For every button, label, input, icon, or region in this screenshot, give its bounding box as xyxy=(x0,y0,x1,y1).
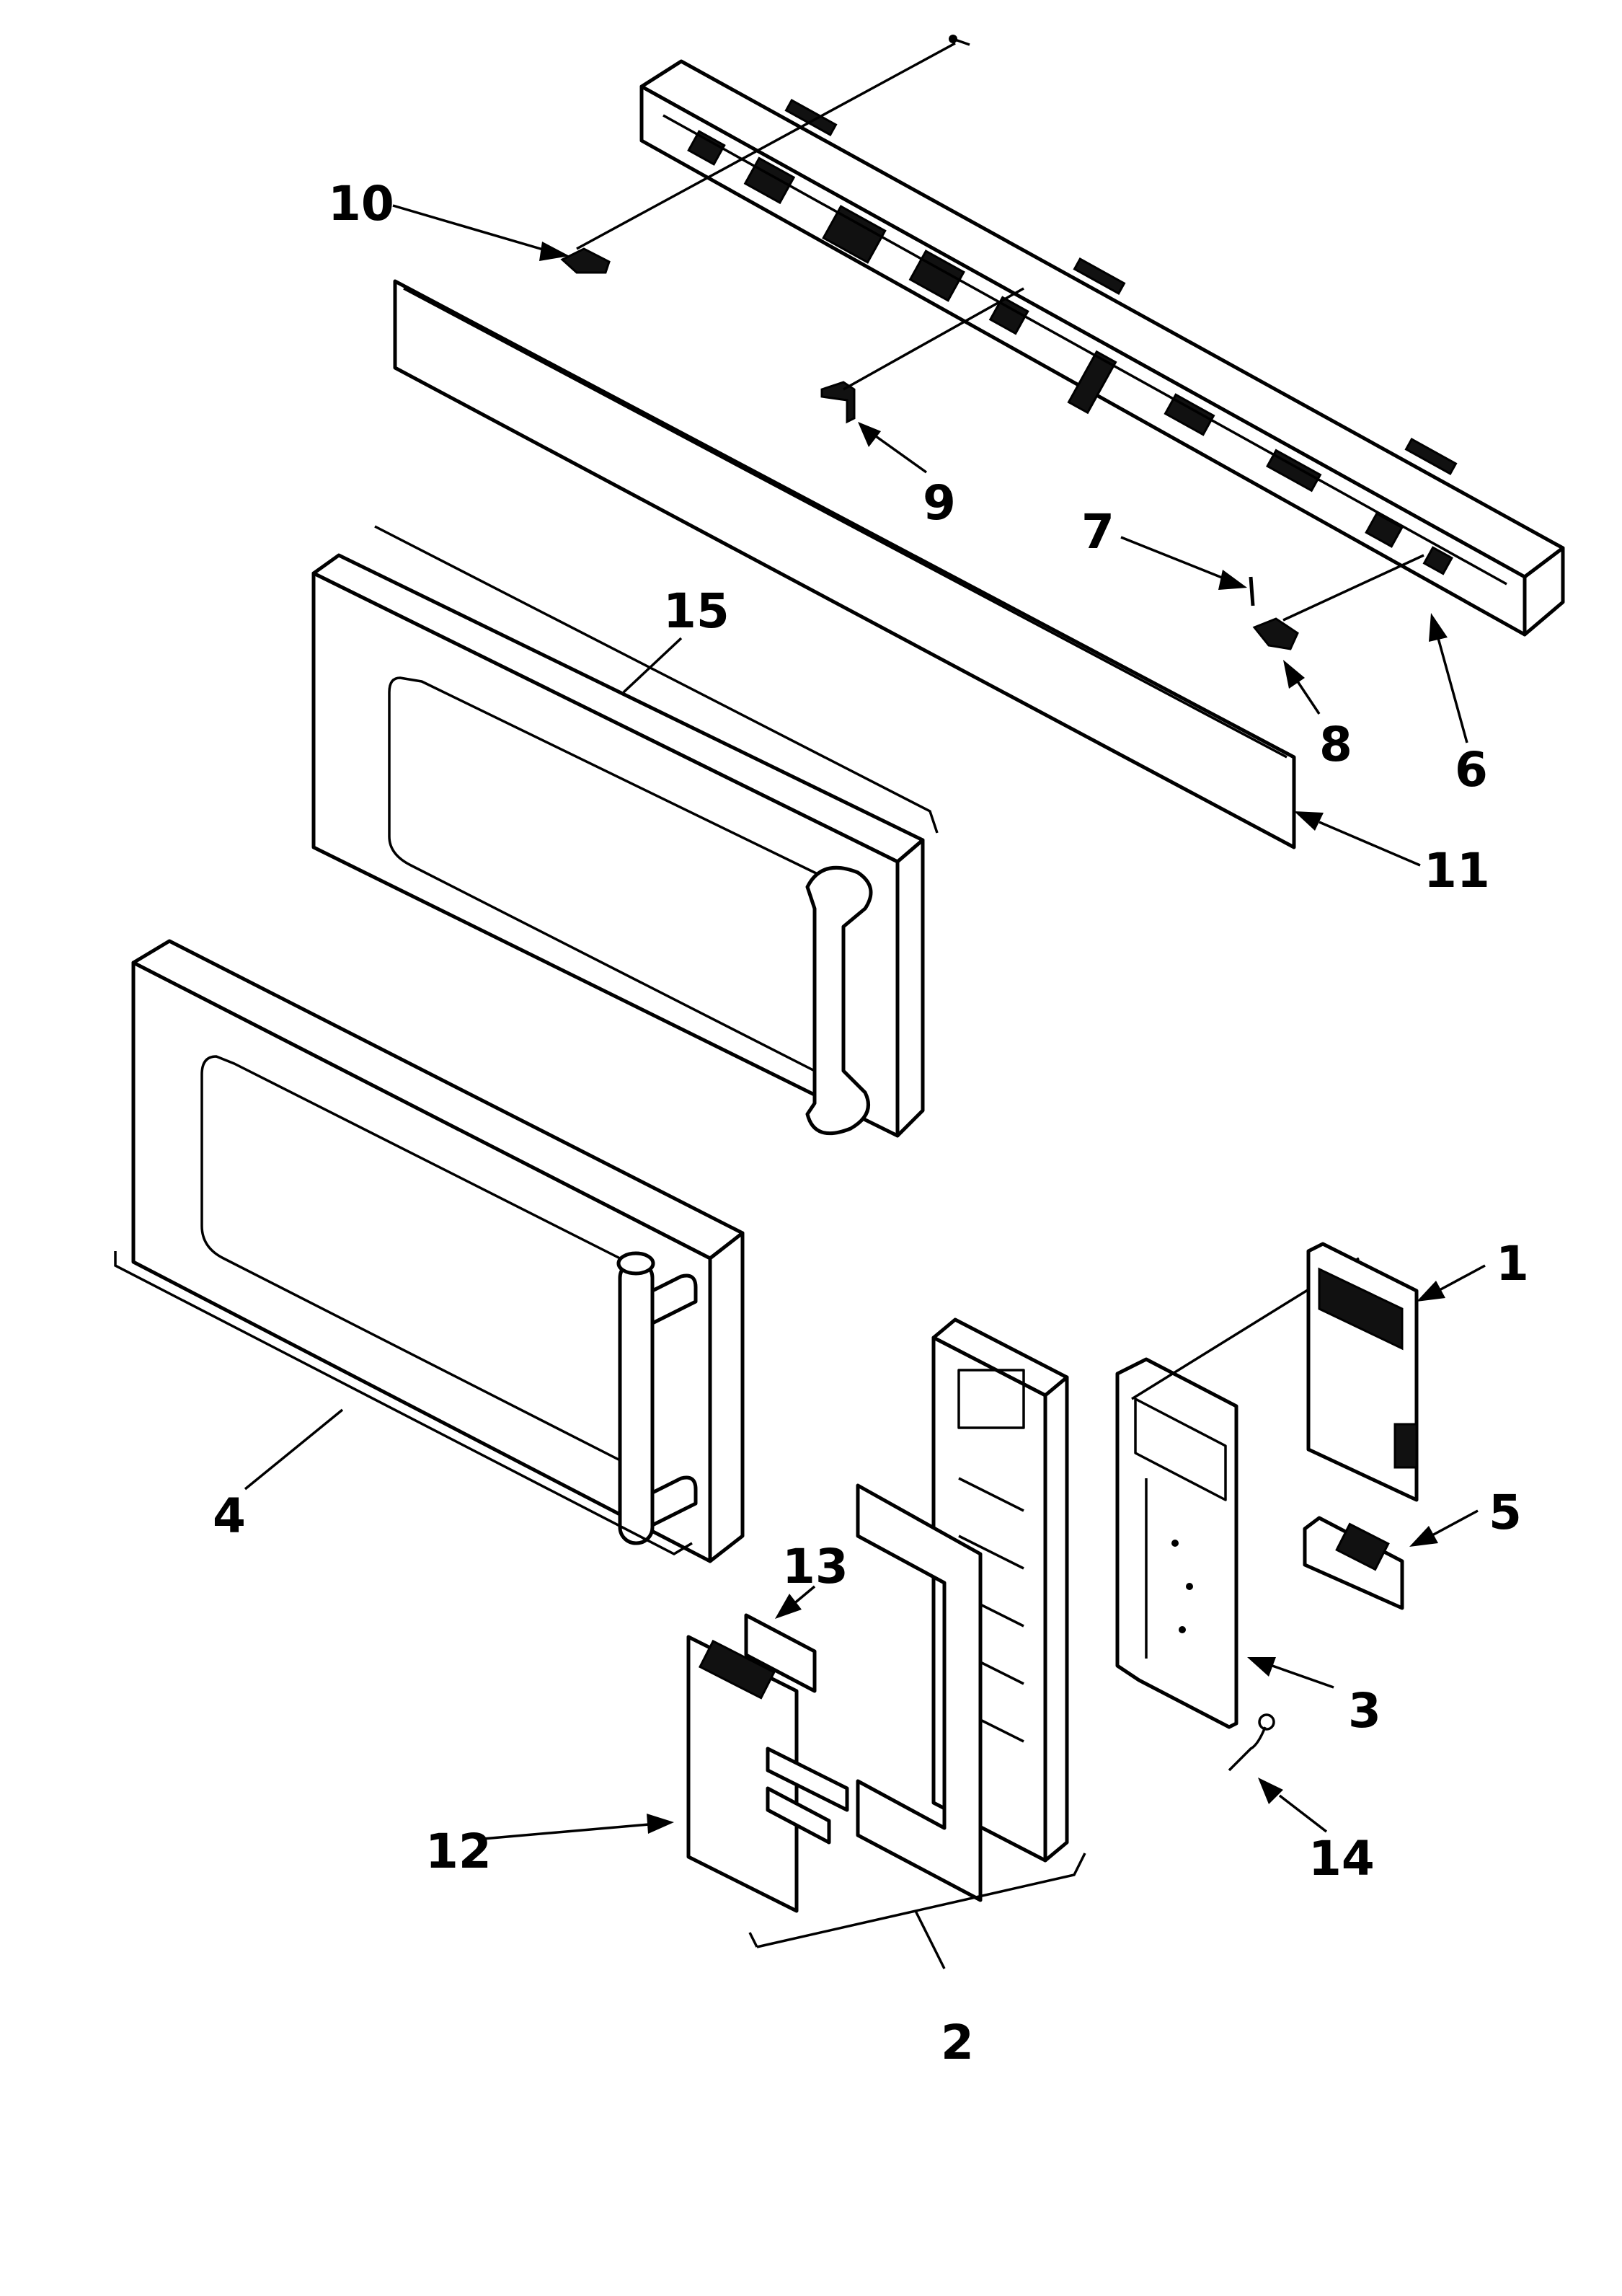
part-9-clip xyxy=(820,287,1024,424)
callout-13: 13 xyxy=(782,1539,848,1594)
part-14-wire xyxy=(1228,1713,1275,1772)
part-15-door-assembly xyxy=(311,553,925,1138)
callout-6: 6 xyxy=(1455,742,1488,798)
callout-8: 8 xyxy=(1319,717,1352,772)
callout-7: 7 xyxy=(1081,504,1114,560)
callout-labels: 1 2 3 4 5 6 7 8 9 10 11 12 13 14 15 xyxy=(213,176,1529,2070)
part-7-screw xyxy=(1249,576,1255,606)
callout-9: 9 xyxy=(923,475,956,531)
part-10-latch xyxy=(560,247,611,274)
part-4-door-assembly xyxy=(131,939,745,1563)
callout-10: 10 xyxy=(328,176,394,231)
part-11-glass-strip xyxy=(393,279,1296,849)
part-3-bracket xyxy=(1115,1257,1360,1729)
callout-4: 4 xyxy=(213,1488,246,1544)
callout-14: 14 xyxy=(1308,1831,1375,1886)
leader-lines xyxy=(244,204,1486,1840)
bracket-4 xyxy=(114,1251,693,1556)
callout-5: 5 xyxy=(1489,1485,1522,1540)
callout-12: 12 xyxy=(425,1824,492,1879)
callout-3: 3 xyxy=(1348,1683,1381,1739)
part-5-small-board xyxy=(1303,1516,1404,1610)
callout-15: 15 xyxy=(663,583,730,639)
part-6-control-panel xyxy=(576,35,1565,637)
part-8-hinge xyxy=(1252,554,1424,650)
part-2-control-frame xyxy=(686,1317,1086,1969)
callout-1: 1 xyxy=(1496,1236,1529,1292)
callout-11: 11 xyxy=(1424,843,1490,898)
part-1-control-board xyxy=(1306,1242,1419,1502)
callout-2: 2 xyxy=(941,2015,974,2070)
bracket-15 xyxy=(374,525,939,834)
